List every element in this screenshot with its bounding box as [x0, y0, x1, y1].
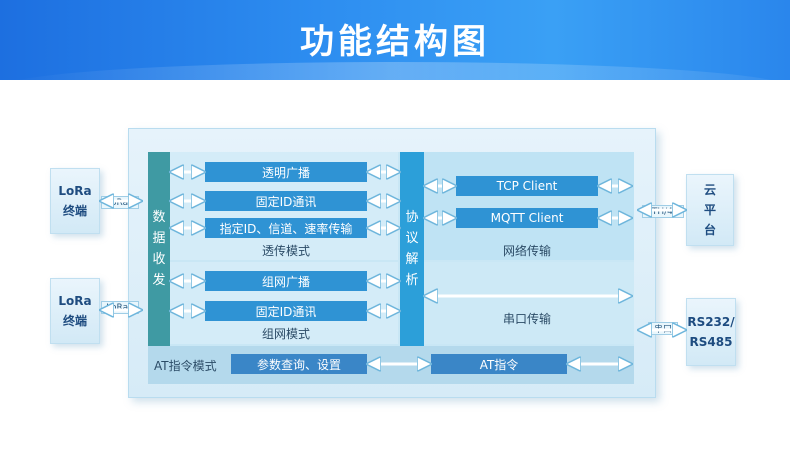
data-bar-char: 收 [152, 252, 166, 267]
transparent-specified-box: 指定ID、信道、速率传输 [205, 218, 367, 238]
cloud-line: 平 [703, 203, 716, 217]
terminal-line: LoRa [58, 184, 92, 198]
tcp-client-box: TCP Client [456, 176, 598, 196]
transparent-broadcast-box: 透明广播 [205, 162, 367, 182]
protocol-parse-bar: 协 议 解 析 [400, 152, 424, 346]
transparent-fixed-id-box: 固定ID通讯 [205, 191, 367, 211]
lora2-link-tag: LoRa2 [101, 301, 139, 314]
cloud-line: 云 [703, 183, 716, 197]
network-fixed-id-box: 固定ID通讯 [205, 301, 367, 321]
data-bar-char: 数 [152, 210, 166, 225]
page-title: 功能结构图 [300, 22, 490, 62]
terminal-line: 终端 [62, 204, 87, 218]
proto-bar-char: 议 [405, 231, 419, 246]
terminal-line: LoRa [58, 294, 92, 308]
network-broadcast-box: 组网广播 [205, 271, 367, 291]
at-mode-label: AT指令模式 [154, 359, 217, 373]
param-query-box: 参数查询、设置 [231, 354, 367, 374]
serial-dev-line: RS485 [689, 335, 733, 349]
data-transceive-bar: 数 据 收 发 [148, 152, 170, 346]
lora-terminal-2: LoRa 终端 [50, 278, 100, 344]
serial-transfer-zone [424, 262, 634, 344]
transparent-mode-label: 透传模式 [262, 244, 311, 258]
rs232-rs485-block: RS232/ RS485 [686, 298, 736, 366]
eth-4g-link-tag: ETH/4G [642, 205, 684, 218]
serial-transfer-label: 串口传输 [503, 312, 552, 326]
lora-terminal-1: LoRa 终端 [50, 168, 100, 234]
network-transfer-label: 网络传输 [503, 244, 552, 258]
cloud-line: 台 [703, 223, 716, 237]
network-transfer-zone [424, 152, 634, 260]
data-bar-char: 发 [152, 273, 166, 288]
terminal-line: 终端 [62, 314, 87, 328]
header-banner: 功能结构图 [0, 0, 790, 80]
mqtt-client-box: MQTT Client [456, 208, 598, 228]
serial-dev-line: RS232/ [687, 315, 735, 329]
at-command-box: AT指令 [431, 354, 567, 374]
banner-wave [0, 62, 790, 80]
proto-bar-char: 解 [405, 252, 419, 267]
proto-bar-char: 协 [405, 210, 419, 225]
data-bar-char: 据 [152, 231, 166, 246]
cloud-platform-block: 云 平 台 [686, 174, 734, 246]
serial-port-link-tag: 串口 [648, 322, 678, 335]
lora1-link-tag: LoRa1 [101, 196, 139, 209]
network-mode-label: 组网模式 [262, 327, 311, 341]
proto-bar-char: 析 [405, 273, 419, 288]
